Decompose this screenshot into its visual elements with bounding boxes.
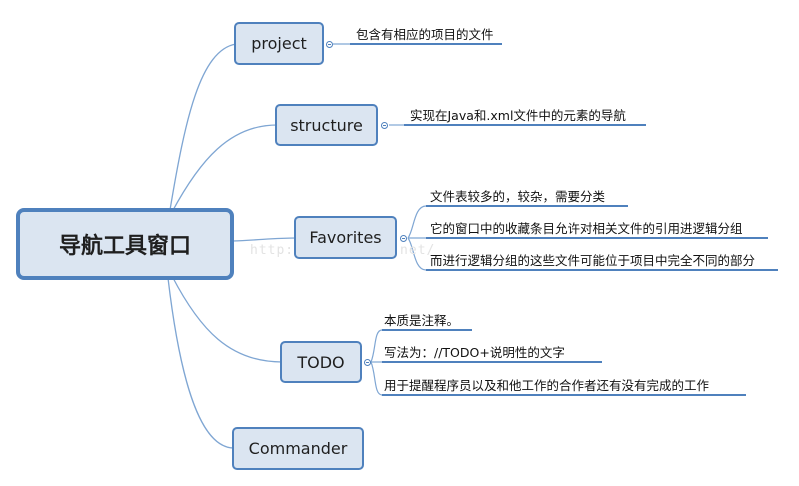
connector-favorites-note-1	[407, 205, 427, 239]
note-project-1: 包含有相应的项目的文件	[356, 27, 494, 42]
collapse-toggle-structure[interactable]	[381, 122, 388, 129]
connector-root-commander	[167, 277, 235, 449]
connector-favorites-note-3	[407, 237, 427, 271]
note-todo-3: 用于提醒程序员以及和他工作的合作者还有没有完成的工作	[384, 378, 710, 393]
connector-root-todo	[171, 275, 283, 363]
root-node[interactable]: 导航工具窗口	[16, 208, 234, 280]
collapse-toggle-todo[interactable]	[364, 359, 371, 366]
note-todo-2: 写法为：//TODO+说明性的文字	[384, 345, 565, 360]
branch-label-favorites: Favorites	[309, 228, 382, 247]
connector-root-structure	[171, 124, 278, 213]
connector-root-project	[169, 43, 237, 211]
root-label: 导航工具窗口	[58, 234, 191, 259]
branch-node-todo[interactable]: TODO	[280, 341, 362, 383]
branch-node-structure[interactable]: structure	[275, 104, 378, 146]
note-favorites-3: 而进行逻辑分组的这些文件可能位于项目中完全不同的部分	[430, 253, 756, 268]
note-favorites-2: 它的窗口中的收藏条目允许对相关文件的引用进逻辑分组	[430, 221, 743, 236]
branch-label-commander: Commander	[248, 439, 348, 458]
branch-node-favorites[interactable]: Favorites	[294, 216, 397, 259]
connector-root-favorites	[231, 237, 297, 242]
note-favorites-1: 文件表较多的，较杂，需要分类	[430, 189, 606, 204]
branch-label-project: project	[251, 34, 307, 53]
note-todo-1: 本质是注释。	[384, 313, 460, 328]
branch-node-project[interactable]: project	[234, 22, 324, 65]
note-structure-1: 实现在Java和.xml文件中的元素的导航	[410, 108, 626, 123]
branch-label-todo: TODO	[297, 352, 345, 372]
connector-todo-note-1	[370, 329, 383, 363]
branch-node-commander[interactable]: Commander	[232, 427, 364, 470]
connector-todo-note-3	[370, 361, 383, 396]
branch-label-structure: structure	[290, 115, 363, 135]
collapse-toggle-favorites[interactable]	[400, 235, 407, 242]
collapse-toggle-project[interactable]	[326, 41, 333, 48]
